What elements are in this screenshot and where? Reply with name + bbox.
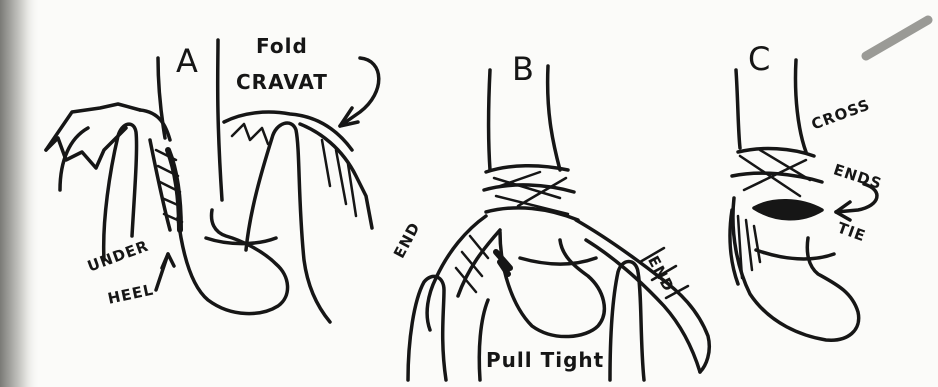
panel-b-left-end-inner (458, 230, 500, 296)
panel-a-cravat-fold-edge (232, 124, 268, 144)
panel-a-letter: A (176, 42, 198, 80)
panel-a-leg-front (218, 40, 222, 200)
panel-a-cravat-label: CRAVAT (236, 70, 328, 94)
panel-b-pull-tight-label: Pull Tight (486, 348, 604, 372)
panel-b-leg-back (489, 70, 491, 170)
panel-c-leg-front (795, 60, 806, 152)
panel-b-strap-line (520, 258, 596, 264)
panel-b-wrap-1 (486, 166, 568, 172)
panel-c-knot (754, 201, 822, 219)
panel-a-foot (178, 210, 288, 314)
panel-c-leg-back (736, 70, 740, 148)
panel-a-heel-arrow-head (162, 254, 174, 268)
panel-b-leg-front (548, 66, 560, 170)
panel-c-letter: C (748, 40, 770, 78)
panel-b-letter: B (512, 50, 534, 88)
panel-a-illustration (46, 40, 379, 322)
page-edge-shadow (0, 0, 40, 387)
panel-c-end-hatch (738, 216, 760, 278)
panel-b-left-hatch (456, 236, 488, 292)
panel-b-foot (500, 232, 604, 337)
pencil-mark (866, 20, 928, 56)
panel-a-fold-label: Fold (256, 34, 308, 58)
panel-b-left-end (427, 216, 486, 330)
panel-b-illustration (408, 66, 709, 380)
panel-c-strap-line (756, 250, 834, 259)
panel-b-hand-left (408, 276, 446, 380)
panel-c-wrap-1 (738, 149, 814, 156)
panel-b-finger-right (610, 262, 644, 381)
panel-a-cravat-right-end (300, 124, 372, 228)
